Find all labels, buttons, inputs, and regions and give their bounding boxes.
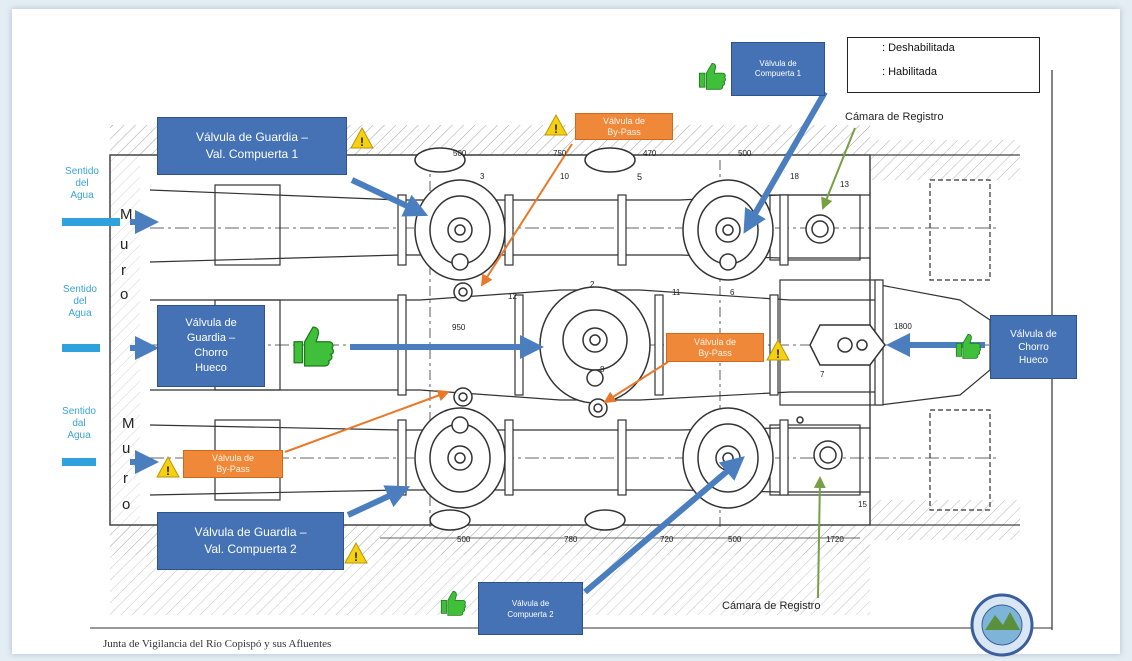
wall-letter: r [123,470,128,487]
register-chamber-top-label: Cámara de Registro [845,111,944,123]
wall-letter: o [120,286,129,303]
green-arrows [813,127,856,599]
water-direction-dashes [62,218,120,466]
orange-arrows [284,143,669,453]
dimension-label: 500 [738,149,752,158]
valve-bodies [414,147,886,531]
part-number: 18 [790,172,799,181]
bypass-valve-bottom-label: Válvula de By-Pass [183,450,283,478]
bypass-valve-middle-label: Válvula de By-Pass [666,333,764,362]
part-number: 5 [637,172,643,182]
gate-valve-1-label: Válvula de Compuerta 1 [731,42,825,96]
warning-icon [344,541,368,564]
gate-valve-2-label: Válvula de Compuerta 2 [478,582,583,635]
warning-icon [544,113,568,136]
part-number: 12 [508,292,517,301]
warning-icon [156,455,180,478]
water-direction-label: Sentido del Agua [65,166,99,201]
legend-enabled-label: : Habilitada [882,66,938,78]
wall-letter: M [122,415,135,432]
warning-icon [350,126,374,149]
part-number: 15 [858,500,867,509]
dimension-label: 750 [553,149,567,158]
organization-seal-logo [970,593,1034,657]
footer-organization: Junta de Vigilancia del Río Copispó y su… [103,638,332,650]
part-number: 13 [840,180,849,189]
svg-text:!: ! [776,347,780,361]
part-number: 8 [600,365,605,374]
thumbs-up-icon [440,590,466,616]
guard-valve-hollow-jet-label: Válvula de Guardia – Chorro Hueco [157,305,265,387]
warning-icon [766,338,790,361]
hollow-jet-valve-label: Válvula de Chorro Hueco [990,315,1077,379]
thumbs-up-icon [955,333,981,359]
water-direction-label: Sentido dal Agua [62,406,96,441]
dimension-label: 1720 [826,535,844,544]
dimension-label: 1800 [894,322,912,331]
legend-disabled: : Deshabilitada [882,42,955,54]
svg-text:!: ! [166,464,170,478]
water-direction-label: Sentido del Agua [63,284,97,319]
thumbs-up-icon [698,62,726,90]
wall-letter: r [121,262,126,279]
dimension-label: 500 [453,149,467,158]
svg-text:!: ! [360,135,364,149]
part-number: 3 [480,172,485,181]
dimension-label: 720 [660,535,674,544]
legend-disabled-label: : Deshabilitada [882,42,955,54]
wall-letter: o [122,496,131,513]
guard-valve-gate-1-label: Válvula de Guardia – Val. Compuerta 1 [157,117,347,175]
concrete-walls [90,70,1053,630]
dimension-label: 780 [564,535,578,544]
part-number: 7 [820,370,825,379]
bypass-valve-top-label: Válvula de By-Pass [575,113,673,140]
wall-letter: u [122,440,131,457]
thumbs-up-icon [293,326,334,367]
dimension-label: 500 [728,535,742,544]
svg-text:!: ! [354,550,358,564]
part-number: 2 [590,280,595,289]
part-number: 10 [560,172,569,181]
part-number: 6 [730,288,735,297]
dimension-label: 470 [643,149,657,158]
dimension-label: 500 [457,535,471,544]
dimension-label: 950 [452,323,466,332]
wall-letter: u [120,236,129,253]
part-number: 11 [672,288,681,297]
guard-valve-gate-2-label: Válvula de Guardia – Val. Compuerta 2 [157,512,344,570]
legend: : Deshabilitada : Habilitada [847,37,1040,93]
legend-enabled: : Habilitada [882,66,937,78]
svg-text:!: ! [554,122,558,136]
wall-letter: M [120,206,133,223]
register-chamber-bottom-label: Cámara de Registro [722,600,821,612]
